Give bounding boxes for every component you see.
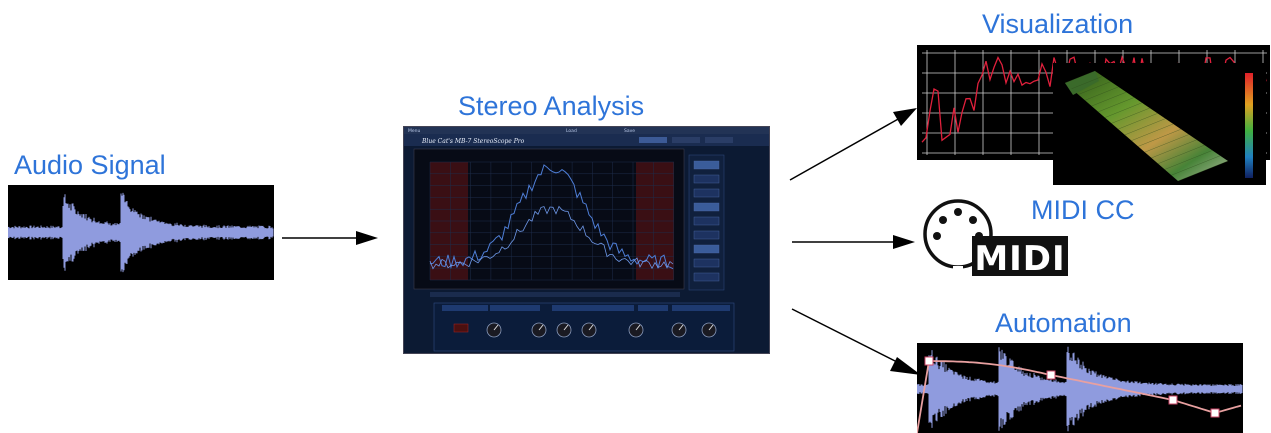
arrow-right-icon: [792, 235, 915, 249]
plugin-menu-item: Menu: [408, 128, 421, 134]
automation-waveform: [917, 343, 1243, 433]
audio-waveform: [8, 185, 274, 280]
midi-cc-label: MIDI CC: [1031, 195, 1135, 225]
arrow-right-icon: [282, 231, 378, 245]
midi-logo-text: MIDI: [974, 239, 1065, 279]
visualization-3d-surface: [1053, 63, 1266, 185]
audio-signal-label: Audio Signal: [14, 150, 166, 180]
midi-din-connector-icon: MIDI: [923, 199, 1068, 279]
stereo-analysis-label: Stereo Analysis: [458, 91, 645, 121]
stereo-analysis-plugin: Menu Load Save Blue Cat's MB-7 StereoSco…: [403, 126, 770, 354]
arrow-right-icon: [791, 308, 921, 375]
plugin-title: Blue Cat's MB-7 StereoScope Pro: [421, 138, 525, 145]
visualization-label: Visualization: [982, 9, 1134, 39]
plugin-menu-item: Load: [566, 128, 577, 134]
arrow-right-icon: [789, 108, 917, 181]
automation-label: Automation: [995, 308, 1132, 338]
plugin-menu-item: Save: [624, 128, 635, 134]
